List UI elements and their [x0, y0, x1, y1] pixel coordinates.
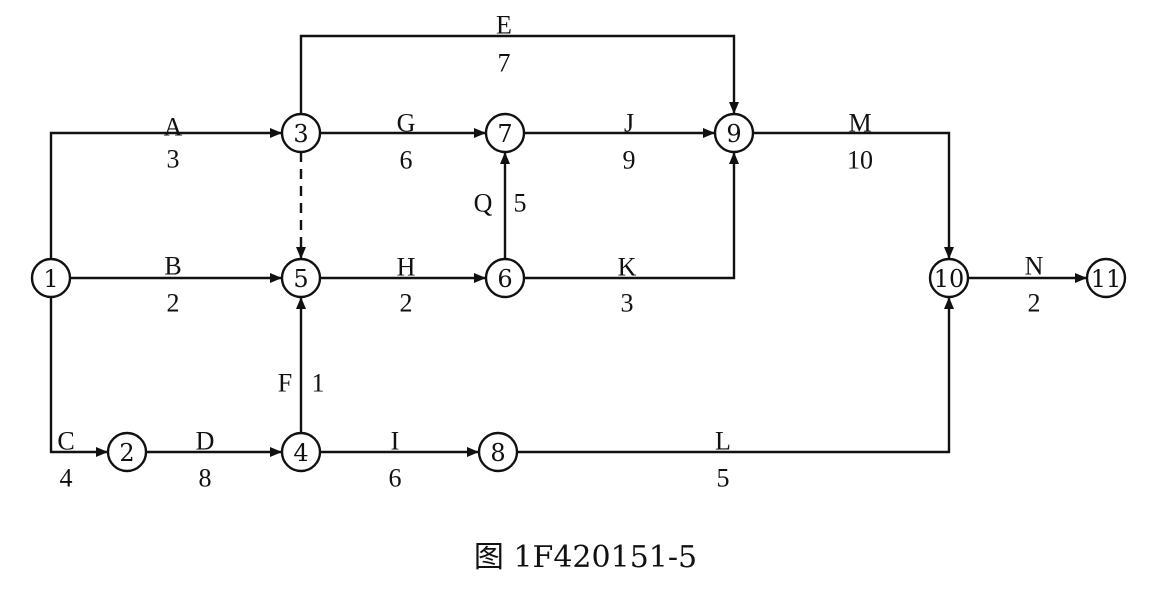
activity-name-i: I: [391, 427, 400, 456]
activity-duration-f: 1: [312, 369, 325, 398]
event-node-label: 4: [293, 439, 308, 467]
activity-name-a: A: [164, 113, 183, 142]
event-node-label: 2: [119, 439, 134, 467]
event-node-circle: [106, 431, 148, 473]
activity-duration-l: 5: [717, 464, 730, 493]
event-node-circle: [477, 431, 519, 473]
activity-duration-j: 9: [623, 146, 636, 175]
event-node-label: 6: [497, 265, 512, 293]
activity-duration-e: 7: [498, 49, 511, 78]
event-node-label: 10: [934, 265, 965, 293]
event-node-4: 4: [280, 431, 322, 473]
activity-name-h: H: [397, 253, 416, 282]
event-node-6: 6: [484, 257, 526, 299]
activity-name-k: K: [618, 253, 637, 282]
figure-caption: 图 1F420151-5: [473, 540, 698, 575]
event-node-11: 11: [1085, 257, 1127, 299]
event-node-label: 9: [726, 120, 741, 148]
event-node-9: 9: [713, 112, 755, 154]
event-node-10: 10: [928, 257, 970, 299]
event-node-circle: [713, 112, 755, 154]
activity-name-b: B: [164, 252, 181, 281]
event-node-2: 2: [106, 431, 148, 473]
activity-name-f: F: [278, 369, 292, 398]
activity-duration-n: 2: [1028, 289, 1041, 318]
activity-duration-h: 2: [400, 289, 413, 318]
activity-name-q: Q: [474, 189, 493, 218]
activity-name-g: G: [397, 109, 416, 138]
event-node-circle: [1085, 257, 1127, 299]
event-node-label: 8: [490, 439, 505, 467]
event-node-label: 1: [43, 265, 58, 293]
event-node-label: 7: [497, 120, 512, 148]
event-node-circle: [280, 257, 322, 299]
activity-name-d: D: [196, 427, 215, 456]
event-node-circle: [928, 257, 970, 299]
activity-duration-a: 3: [167, 145, 180, 174]
activity-arrow-c: [49, 297, 108, 457]
activity-arrow-l: [517, 297, 954, 454]
activity-name-c: C: [57, 427, 74, 456]
activity-duration-k: 3: [621, 289, 634, 318]
event-node-circle: [484, 257, 526, 299]
event-node-circle: [30, 257, 72, 299]
activity-name-m: M: [848, 109, 871, 138]
activity-duration-c: 4: [60, 464, 73, 493]
activity-duration-i: 6: [389, 464, 402, 493]
event-node-circle: [280, 431, 322, 473]
event-node-1: 1: [30, 257, 72, 299]
event-node-label: 5: [293, 265, 308, 293]
activity-duration-m: 10: [847, 146, 873, 175]
event-node-circle: [484, 112, 526, 154]
event-node-7: 7: [484, 112, 526, 154]
activity-arrow-a: [49, 128, 282, 259]
activity-arrow-k: [524, 152, 739, 280]
event-node-8: 8: [477, 431, 519, 473]
activity-name-j: J: [624, 109, 634, 138]
activity-name-n: N: [1025, 252, 1044, 281]
activity-duration-b: 2: [167, 289, 180, 318]
activity-name-l: L: [715, 427, 731, 456]
event-node-circle: [280, 112, 322, 154]
event-node-5: 5: [280, 257, 322, 299]
event-node-label: 3: [293, 120, 308, 148]
event-node-3: 3: [280, 112, 322, 154]
event-node-label: 11: [1091, 265, 1122, 293]
activity-duration-q: 5: [514, 189, 527, 218]
activity-duration-d: 8: [199, 464, 212, 493]
activity-name-e: E: [496, 11, 512, 40]
activity-arrow-m: [753, 131, 954, 259]
activity-duration-g: 6: [400, 146, 413, 175]
activity-arrow-e: [299, 34, 739, 114]
